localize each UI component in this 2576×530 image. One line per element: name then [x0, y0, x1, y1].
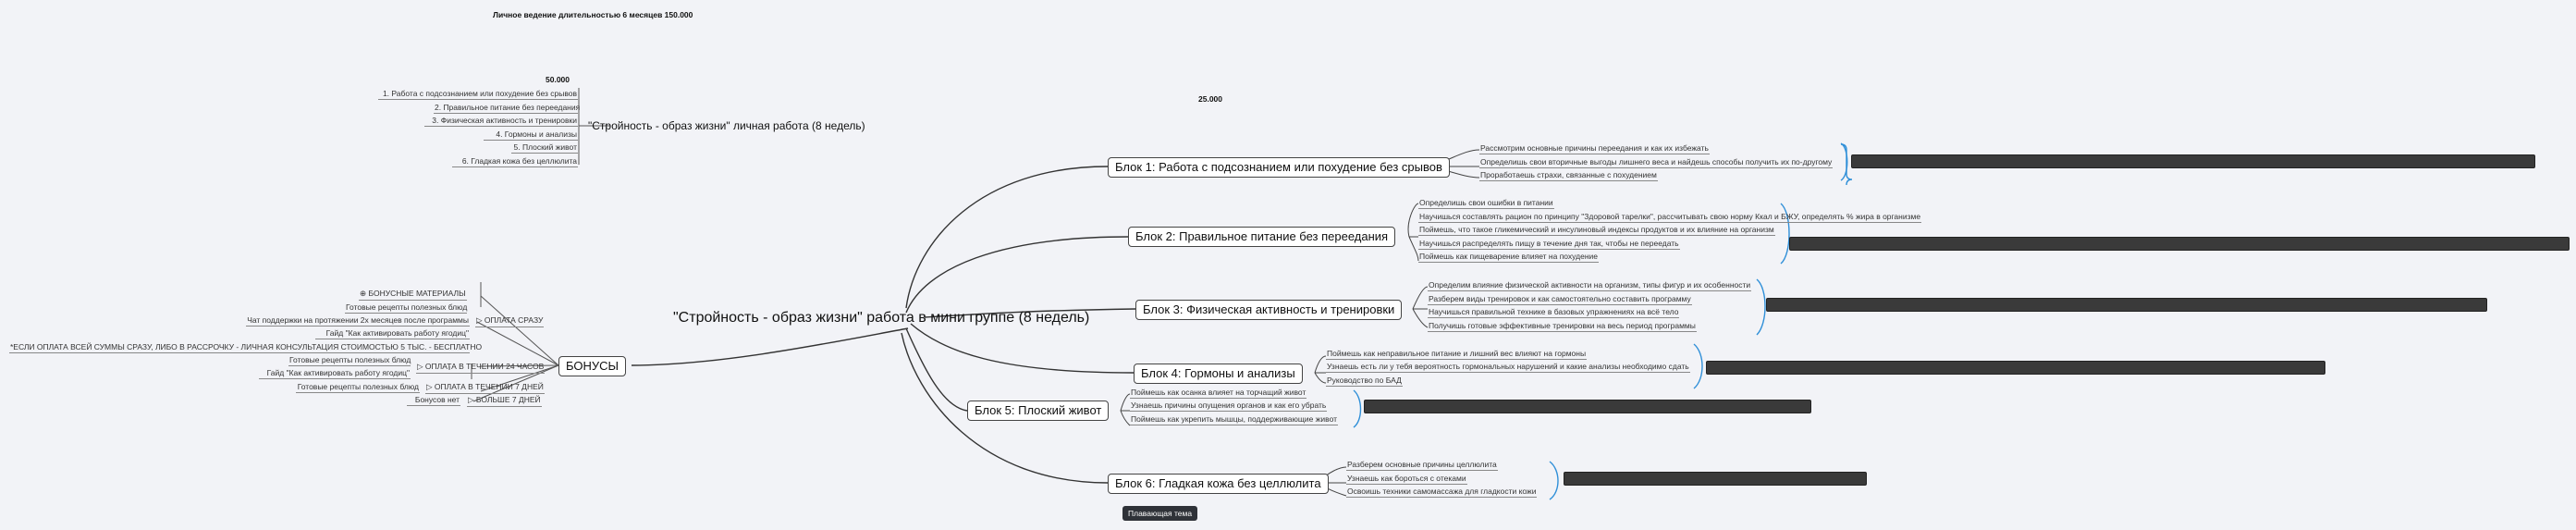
redacted-bar [1789, 237, 2570, 251]
bonus-item[interactable]: Бонусов нет [407, 395, 460, 406]
block-1-item[interactable]: Рассмотрим основные причины переедания и… [1479, 143, 1710, 154]
bonus-pay-now-text: ОПЛАТА СРАЗУ [484, 315, 544, 325]
bonus-item[interactable]: Готовые рецепты полезных блюд [288, 355, 411, 366]
personal-item[interactable]: 3. Физическая активность и тренировки [424, 116, 578, 127]
header-title: Личное ведение длительностью 6 месяцев 1… [493, 10, 693, 19]
bonus-pay-more-label[interactable]: ▷ БОЛЬШЕ 7 ДНЕЙ [467, 395, 542, 407]
block-1-node[interactable]: Блок 1: Работа с подсознанием или похуде… [1108, 157, 1450, 178]
bonus-materials-text: БОНУСНЫЕ МАТЕРИАЛЫ [368, 289, 466, 298]
bonus-item[interactable]: Чат поддержки на протяжении 2х месяцев п… [246, 315, 470, 327]
personal-item[interactable]: 4. Гормоны и анализы [484, 129, 578, 141]
bullet-icon: ⊕ [360, 289, 369, 298]
bonus-item[interactable]: Готовые рецепты полезных блюд [296, 382, 420, 393]
block-2-item[interactable]: Научишься составлять рацион по принципу … [1418, 212, 1922, 223]
bonuses-node[interactable]: БОНУСЫ [558, 356, 627, 376]
block-3-item[interactable]: Разберем виды тренировок и как самостоят… [1428, 294, 1692, 305]
bonus-pay-7d-text: ОПЛАТА В ТЕЧЕНИИ 7 ДНЕЙ [434, 382, 544, 391]
block-2-item[interactable]: Научишься распределять пищу в течение дн… [1418, 239, 1680, 250]
block-3-item[interactable]: Определим влияние физической активности … [1428, 280, 1752, 291]
personal-item[interactable]: 6. Гладкая кожа без целлюлита [452, 156, 578, 167]
block-1-item[interactable]: Определишь свои вторичные выгоды лишнего… [1479, 157, 1834, 168]
bonus-pay-now-label[interactable]: ▷ ОПЛАТА СРАЗУ [475, 315, 545, 327]
block-2-item[interactable]: Поймешь, что такое гликемический и инсул… [1418, 225, 1775, 236]
bonus-pay-more-text: БОЛЬШЕ 7 ДНЕЙ [475, 395, 541, 404]
redacted-bar [1766, 298, 2487, 312]
block-5-item[interactable]: Узнаешь причины опущения органов и как е… [1130, 401, 1328, 412]
redacted-bar [1851, 154, 2535, 168]
group-price: 25.000 [1198, 94, 1222, 104]
block-6-item[interactable]: Узнаешь как бороться с отеками [1346, 474, 1467, 485]
personal-item[interactable]: 2. Правильное питание без переедания [434, 103, 581, 114]
personal-item[interactable]: 5. Плоский живот [511, 142, 578, 154]
block-3-item[interactable]: Получишь готовые эффективные тренировки … [1428, 321, 1697, 332]
bonus-item[interactable]: Гайд "Как активировать работу ягодиц" [259, 368, 411, 379]
chevron-icon: ▷ [417, 362, 425, 371]
bonus-pay-24h-label[interactable]: ▷ ОПЛАТА В ТЕЧЕНИИ 24 ЧАСОВ [416, 362, 546, 374]
chevron-icon: ▷ [468, 395, 476, 404]
block-6-item[interactable]: Разберем основные причины целлюлита [1346, 460, 1498, 471]
bonus-item[interactable]: Гайд "Как активировать работу ягодиц" [315, 328, 470, 339]
block-4-item[interactable]: Узнаешь есть ли у тебя вероятность гормо… [1326, 362, 1690, 373]
block-4-item[interactable]: Поймешь как неправильное питание и лишни… [1326, 349, 1588, 360]
redacted-bar [1364, 400, 1811, 413]
block-4-node[interactable]: Блок 4: Гормоны и анализы [1134, 364, 1303, 384]
block-2-item[interactable]: Поймешь как пищеварение влияет на похуде… [1418, 252, 1600, 263]
block-2-node[interactable]: Блок 2: Правильное питание без переедани… [1128, 227, 1396, 247]
personal-title[interactable]: "Стройность - образ жизни" личная работа… [588, 119, 865, 132]
bonus-pay-7d-label[interactable]: ▷ ОПЛАТА В ТЕЧЕНИИ 7 ДНЕЙ [425, 382, 545, 394]
chevron-icon: ▷ [476, 315, 485, 325]
block-6-item[interactable]: Освоишь техники самомассажа для гладкост… [1346, 487, 1538, 498]
block-2-item[interactable]: Определишь свои ошибки в питании [1418, 198, 1554, 209]
block-1-item[interactable]: Проработаешь страхи, связанные с похуден… [1479, 170, 1658, 181]
block-3-node[interactable]: Блок 3: Физическая активность и трениров… [1135, 300, 1403, 320]
chevron-icon: ▷ [426, 382, 435, 391]
block-5-item[interactable]: Поймешь как укрепить мышцы, поддерживающ… [1130, 414, 1339, 425]
bonus-materials-label[interactable]: ⊕ БОНУСНЫЕ МАТЕРИАЛЫ [359, 289, 467, 301]
bonus-pay-24h-text: ОПЛАТА В ТЕЧЕНИИ 24 ЧАСОВ [424, 362, 545, 371]
block-4-item[interactable]: Руководство по БАД [1326, 376, 1403, 387]
block-6-node[interactable]: Блок 6: Гладкая кожа без целлюлита [1108, 474, 1329, 494]
personal-price: 50.000 [546, 75, 570, 84]
block-3-item[interactable]: Научишься правильной технике в базовых у… [1428, 307, 1680, 318]
bonus-item[interactable]: *ЕСЛИ ОПЛАТА ВСЕЙ СУММЫ СРАЗУ, ЛИБО В РА… [9, 342, 483, 353]
personal-item[interactable]: 1. Работа с подсознанием или похудение б… [378, 89, 578, 100]
bonus-item[interactable]: Готовые рецепты полезных блюд [345, 302, 468, 314]
redacted-bar [1564, 472, 1867, 486]
redacted-bar [1706, 361, 2325, 375]
root-topic[interactable]: "Стройность - образ жизни" работа в мини… [673, 310, 1090, 326]
block-5-item[interactable]: Поймешь как осанка влияет на торчащий жи… [1130, 388, 1307, 399]
block-5-node[interactable]: Блок 5: Плоский живот [967, 401, 1110, 421]
floating-topic-button[interactable]: Плавающая тема [1122, 506, 1198, 521]
